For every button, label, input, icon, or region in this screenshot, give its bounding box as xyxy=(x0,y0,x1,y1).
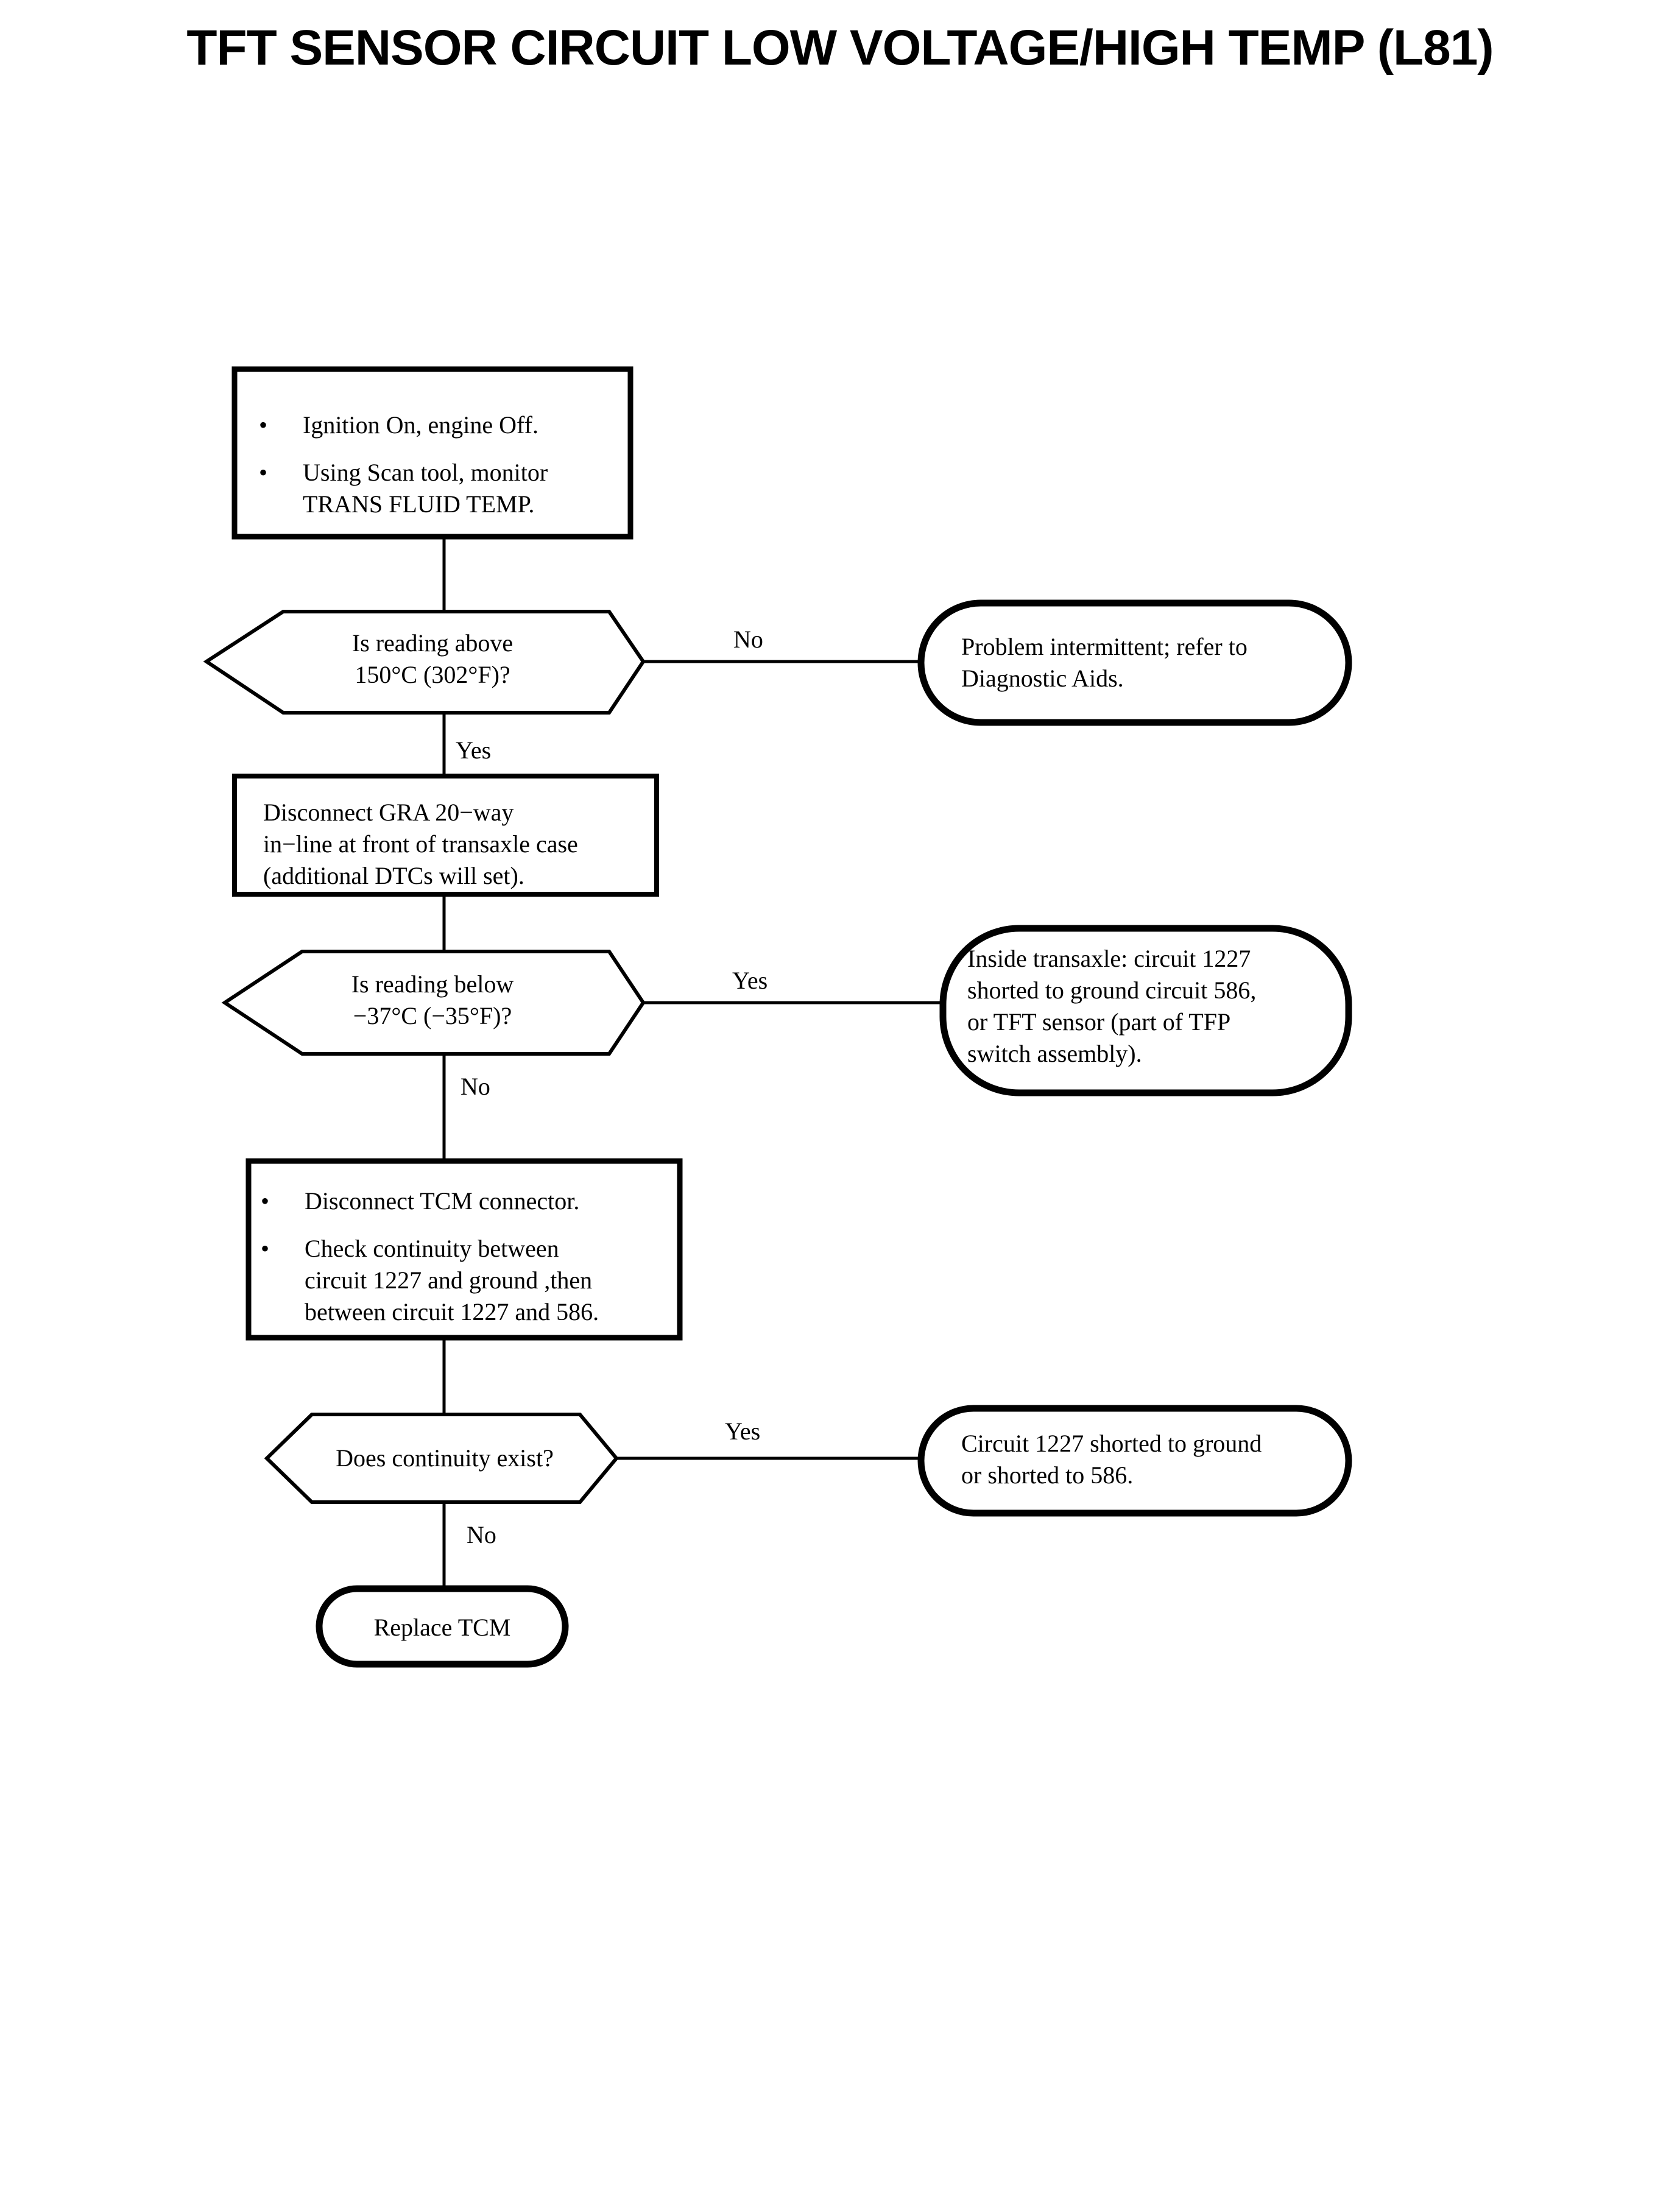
node-text-step2: Disconnect GRA 20−way in−line at front o… xyxy=(263,799,578,889)
bullet-glyph: • xyxy=(259,459,268,486)
edge-label-decision3-no: No xyxy=(467,1521,496,1548)
bullet-text: Disconnect TCM connector. xyxy=(305,1187,580,1215)
bullet-item: • Check continuity between circuit 1227 … xyxy=(261,1233,663,1328)
bullet-glyph: • xyxy=(261,1187,270,1215)
bullet-text: Ignition On, engine Off. xyxy=(303,411,538,439)
page-title: TFT SENSOR CIRCUIT LOW VOLTAGE/HIGH TEMP… xyxy=(186,20,1494,76)
bullet-glyph: • xyxy=(261,1235,270,1262)
node-text-result1: Problem intermittent; refer to Diagnosti… xyxy=(961,633,1248,692)
node-text-decision2: Is reading below −37°C (−35°F)? xyxy=(351,970,514,1029)
bullet-item: • Disconnect TCM connector. xyxy=(261,1185,663,1217)
node-text-result2: Inside transaxle: circuit 1227 shorted t… xyxy=(967,945,1257,1067)
connector-group xyxy=(442,536,943,1590)
bullet-item: • Using Scan tool, monitor TRANS FLUID T… xyxy=(259,457,624,520)
bullet-item: • Ignition On, engine Off. xyxy=(259,409,624,441)
node-text-decision3: Does continuity exist? xyxy=(336,1444,554,1472)
bullet-text: Using Scan tool, monitor TRANS FLUID TEM… xyxy=(303,459,548,518)
edge-label-decision1-yes: Yes xyxy=(456,736,492,764)
node-text-step3: • Disconnect TCM connector. • Check cont… xyxy=(261,1185,663,1328)
edge-label-decision1-no: No xyxy=(733,626,763,653)
node-text-step1: • Ignition On, engine Off. • Using Scan … xyxy=(259,409,624,520)
node-text-result3: Circuit 1227 shorted to ground or shorte… xyxy=(961,1430,1262,1489)
edge-label-decision2-yes: Yes xyxy=(732,967,768,994)
edge-label-decision2-no: No xyxy=(461,1073,490,1100)
node-text-result4: Replace TCM xyxy=(373,1614,511,1641)
node-text-decision1: Is reading above 150°C (302°F)? xyxy=(351,629,514,688)
bullet-text: Check continuity between circuit 1227 an… xyxy=(305,1235,599,1326)
edge-label-decision3-yes: Yes xyxy=(725,1417,761,1445)
bullet-glyph: • xyxy=(259,411,268,439)
